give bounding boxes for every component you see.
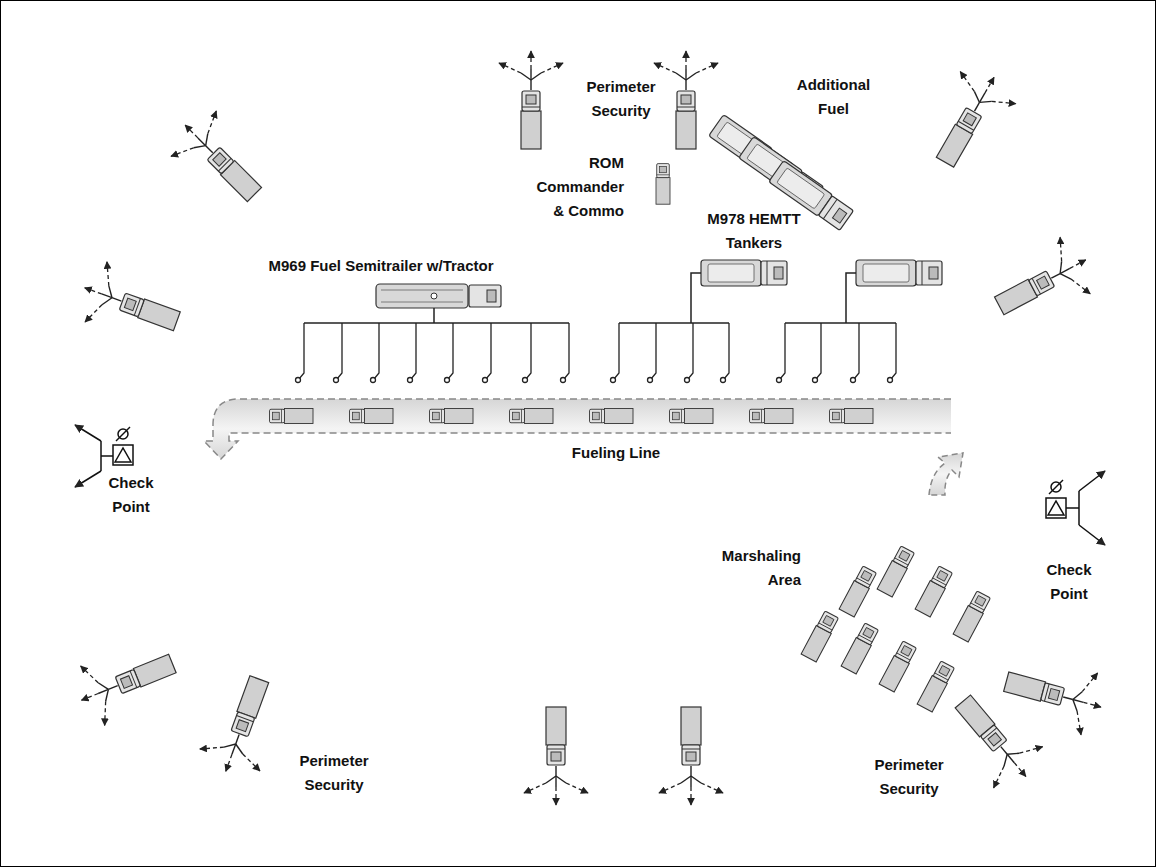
vehicle-icon bbox=[590, 409, 634, 424]
fuel-nozzle bbox=[483, 378, 488, 383]
fuel-nozzle bbox=[523, 378, 528, 383]
fuel-hose bbox=[448, 323, 453, 379]
fuel-nozzle bbox=[648, 378, 653, 383]
vehicle-icon bbox=[750, 409, 794, 424]
part-label: Fueling Line bbox=[541, 441, 691, 465]
fuel-hose bbox=[526, 323, 531, 379]
fuel-nozzle bbox=[851, 378, 856, 383]
part-label: Check Point bbox=[1029, 558, 1109, 606]
fuel-nozzle bbox=[371, 378, 376, 383]
fuel-hose bbox=[614, 323, 619, 379]
part-label: Perimeter Security bbox=[566, 75, 676, 123]
fuel-hose bbox=[724, 323, 729, 379]
fuel-nozzle bbox=[777, 378, 782, 383]
vehicle-icon bbox=[270, 409, 314, 424]
fuel-hose bbox=[854, 323, 859, 379]
part-label: Perimeter Security bbox=[284, 749, 384, 797]
fuel-nozzle bbox=[685, 378, 690, 383]
vehicle-icon bbox=[830, 409, 874, 424]
fuel-nozzle bbox=[721, 378, 726, 383]
fuel-hose bbox=[688, 323, 693, 379]
fuel-nozzle bbox=[445, 378, 450, 383]
vehicle-icon bbox=[670, 409, 714, 424]
fuel-hose bbox=[816, 323, 821, 379]
fuel-hose bbox=[486, 323, 491, 379]
fuel-nozzle bbox=[888, 378, 893, 383]
fuel-hose bbox=[299, 323, 304, 379]
fuel-nozzle bbox=[408, 378, 413, 383]
part-label: Check Point bbox=[93, 471, 169, 519]
fuel-hose bbox=[337, 323, 342, 379]
fuel-hose bbox=[780, 323, 785, 379]
fuel-hose bbox=[651, 323, 656, 379]
part-label: Perimeter Security bbox=[859, 753, 959, 801]
fuel-nozzle bbox=[611, 378, 616, 383]
part-label: M969 Fuel Semitrailer w/Tractor bbox=[231, 254, 531, 278]
fuel-hose bbox=[891, 323, 896, 379]
fuel-hose bbox=[374, 323, 379, 379]
part-label: Additional Fuel bbox=[786, 73, 881, 121]
vehicle-icon bbox=[430, 409, 474, 424]
fuel-nozzle bbox=[334, 378, 339, 383]
vehicle-icon bbox=[350, 409, 394, 424]
fuel-hose bbox=[564, 323, 569, 379]
fuel-nozzle bbox=[296, 378, 301, 383]
vehicle-icon bbox=[510, 409, 554, 424]
fuel-nozzle bbox=[813, 378, 818, 383]
part-label: ROM Commander & Commo bbox=[529, 151, 624, 223]
fuel-hose bbox=[411, 323, 416, 379]
fuel-nozzle bbox=[561, 378, 566, 383]
part-label: Marshaling Area bbox=[701, 544, 801, 592]
part-label: M978 HEMTT Tankers bbox=[689, 207, 819, 255]
